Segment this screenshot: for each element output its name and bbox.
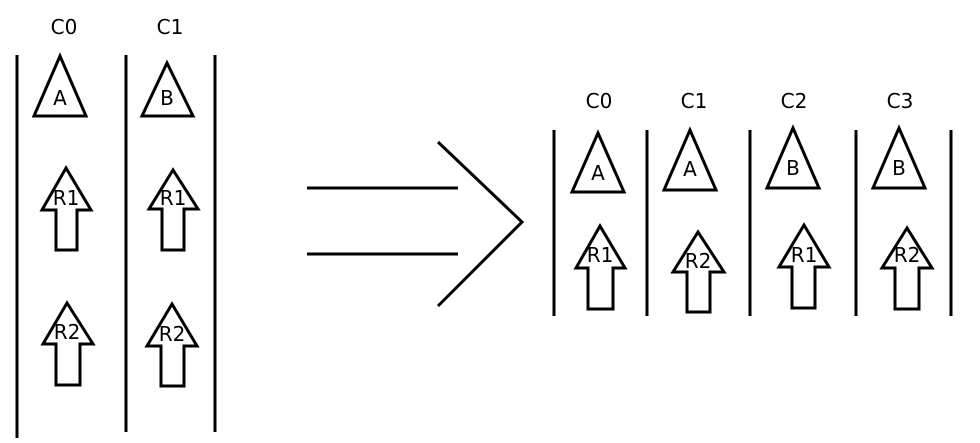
triangle-shape <box>139 59 196 118</box>
triangle-shape <box>569 129 627 194</box>
triangle-label: B <box>786 156 800 180</box>
triangle-shape <box>764 124 822 190</box>
column-header: C3 <box>887 89 914 113</box>
column-header: C2 <box>781 89 808 113</box>
triangle-shape <box>31 52 89 118</box>
triangle-label: B <box>160 86 174 110</box>
arrow-label: R1 <box>53 186 80 210</box>
column-header: C1 <box>681 89 708 113</box>
column-header: C1 <box>157 15 184 39</box>
left-panel: C0 A R1 R2 C1 B R1 R2 <box>15 15 217 438</box>
triangle-label: A <box>683 157 697 181</box>
column-header: C0 <box>51 15 78 39</box>
up-arrow-shape <box>879 225 935 311</box>
implies-chevron <box>436 140 525 308</box>
right-column-c2: C2 B R1 <box>764 89 832 310</box>
up-arrow-shape <box>776 222 832 310</box>
left-column-c0: C0 A R1 R2 <box>31 15 96 387</box>
arrow-label: R1 <box>160 186 187 210</box>
column-header: C0 <box>586 89 613 113</box>
triangle-shape <box>870 124 928 190</box>
triangle-shape <box>661 126 719 192</box>
up-arrow-shape <box>144 301 200 388</box>
arrow-label: R2 <box>54 320 81 344</box>
arrow-label: R1 <box>587 243 614 267</box>
triangle-label: A <box>53 86 67 110</box>
right-column-c0: C0 A R1 <box>569 89 628 311</box>
up-arrow-shape <box>40 300 96 387</box>
up-arrow-shape <box>573 223 628 311</box>
up-arrow-shape <box>39 165 94 252</box>
left-column-c1: C1 B R1 R2 <box>139 15 201 388</box>
up-arrow-shape <box>146 167 201 252</box>
up-arrow-shape <box>670 229 727 314</box>
right-column-c3: C3 B R2 <box>870 89 935 311</box>
arrow-label: R1 <box>791 243 818 267</box>
implies-arrow-icon <box>307 140 525 308</box>
right-column-c1: C1 A R2 <box>661 89 727 314</box>
arrow-label: R2 <box>894 243 921 267</box>
arrow-label: R2 <box>685 249 712 273</box>
triangle-label: A <box>591 161 605 185</box>
right-panel: C0 A R1 C1 A R2 C2 B R1 C3 B R <box>552 89 953 316</box>
triangle-label: B <box>892 156 906 180</box>
arrow-label: R2 <box>159 322 186 346</box>
